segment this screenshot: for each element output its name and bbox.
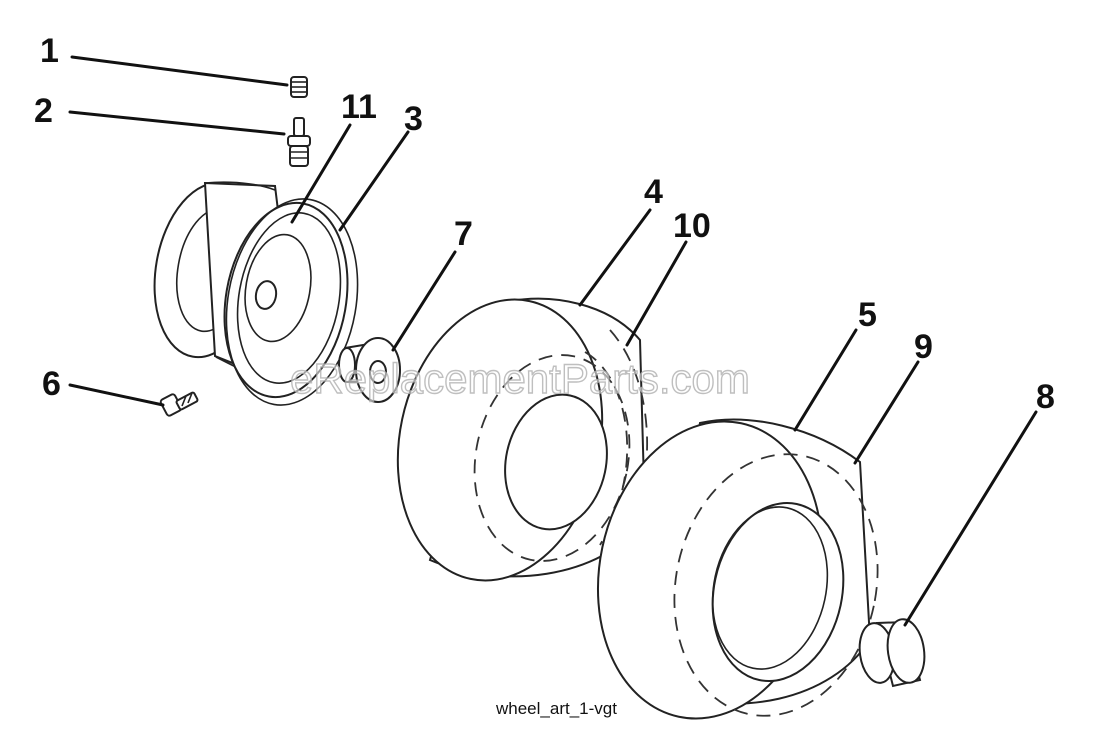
- part-rim-seal: [225, 198, 359, 406]
- part-valve-cap: [290, 76, 308, 98]
- leader-line-4: [578, 208, 652, 307]
- watermark: eReplacementParts.com: [290, 355, 750, 402]
- callout-10: 10: [673, 207, 711, 245]
- leader-line-10: [625, 240, 688, 347]
- leader-line-11: [290, 123, 352, 224]
- leader-line-6: [68, 383, 165, 407]
- leader-line-1: [70, 55, 289, 87]
- callout-1: 1: [40, 32, 59, 70]
- callout-5: 5: [858, 296, 877, 334]
- part-rim: [153, 181, 349, 399]
- leader-line-3: [338, 130, 410, 232]
- leader-line-7: [391, 250, 457, 352]
- leader-line-9: [853, 360, 920, 465]
- callout-6: 6: [42, 365, 61, 403]
- callout-7: 7: [454, 215, 473, 253]
- callout-2: 2: [34, 92, 53, 130]
- part-bolt: [159, 391, 199, 417]
- part-bushing: [338, 337, 401, 403]
- callout-11: 11: [341, 88, 377, 126]
- leader-lines: [68, 55, 1038, 627]
- callout-9: 9: [914, 328, 933, 366]
- callout-4: 4: [644, 173, 663, 211]
- diagram-caption: wheel_art_1-vgt: [495, 699, 617, 718]
- callout-8: 8: [1036, 378, 1055, 416]
- leader-line-2: [68, 110, 286, 136]
- leader-line-5: [793, 328, 858, 432]
- part-tire-1: [396, 297, 648, 582]
- part-hub-cap: [858, 618, 926, 688]
- part-valve-stem: [287, 117, 311, 167]
- leader-line-8: [903, 410, 1038, 627]
- callouts: 1 2 11 3 4 10 7 5 9 8 6: [34, 32, 1055, 416]
- callout-3: 3: [404, 100, 423, 138]
- part-tire-2: [596, 418, 879, 720]
